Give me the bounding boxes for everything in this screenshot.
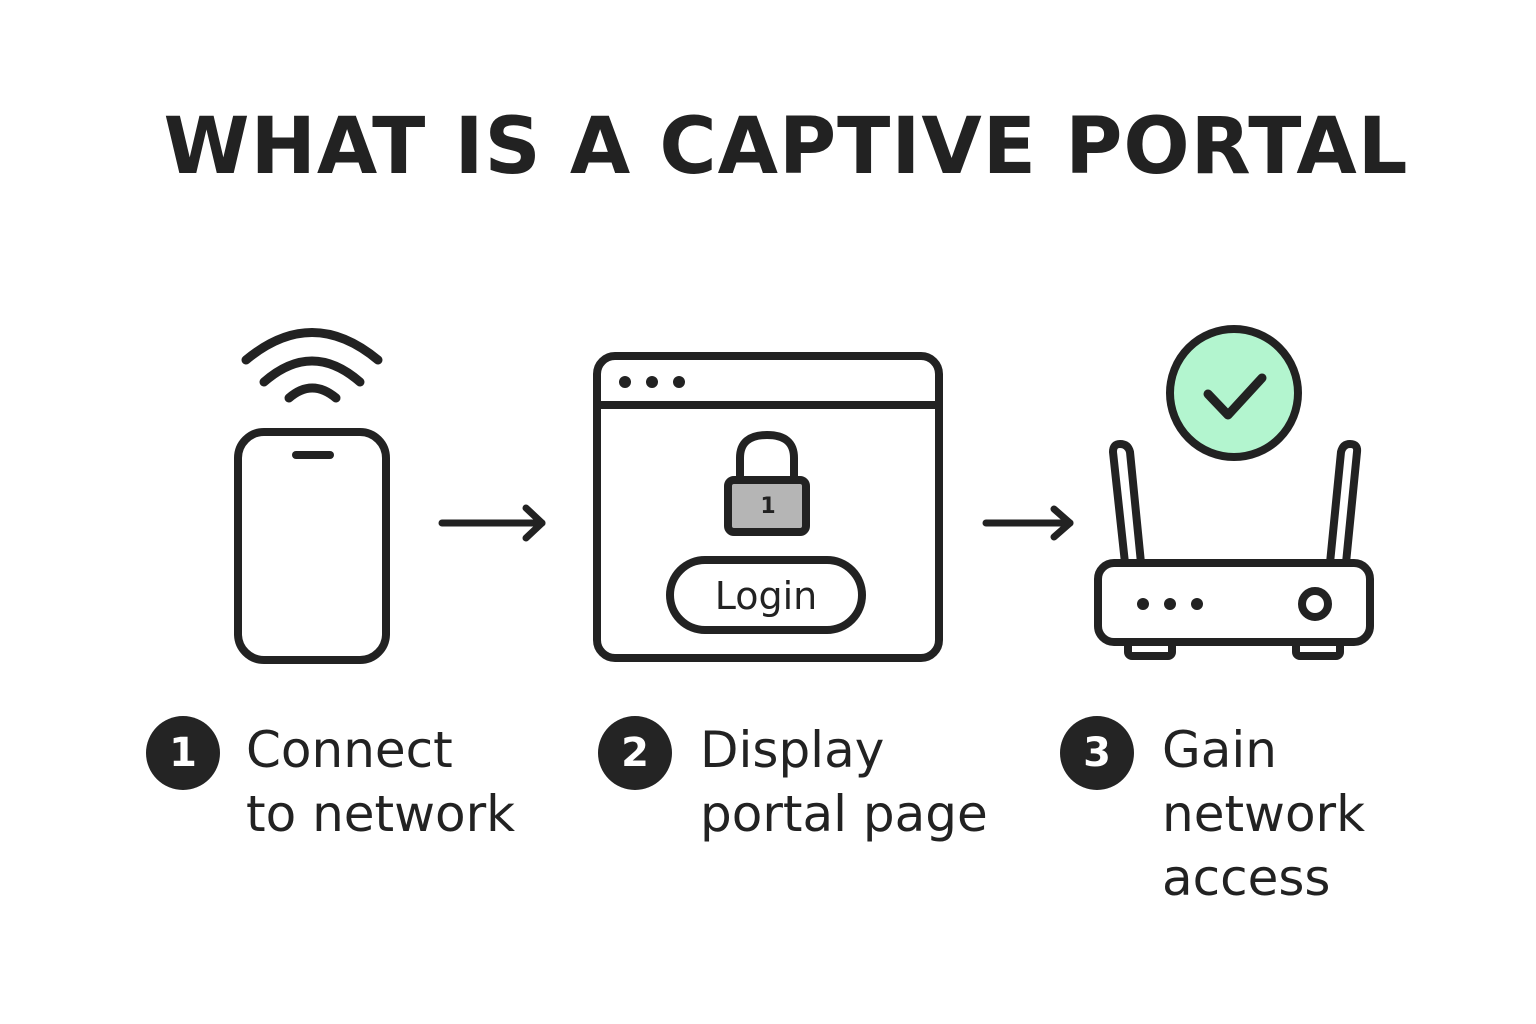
step-3-label: Gain network access	[1162, 721, 1366, 907]
padlock-icon	[724, 430, 810, 536]
router-status-dots	[1137, 598, 1203, 610]
smartphone-icon	[234, 428, 390, 664]
step-1-label: Connect to network	[246, 721, 516, 843]
checkmark-circle-icon	[1166, 325, 1302, 461]
padlock-number: 1	[760, 493, 776, 519]
browser-window-icon	[593, 352, 943, 662]
page-title: WHAT IS A CAPTIVE PORTAL	[163, 102, 1409, 192]
right-arrow-icon	[982, 505, 1074, 541]
step-1-badge: 1	[146, 716, 220, 790]
router-icon	[1094, 440, 1374, 660]
browser-dots	[619, 376, 685, 388]
login-button-outline	[666, 556, 866, 634]
step-3-badge: 3	[1060, 716, 1134, 790]
step-2-label: Display portal page	[700, 721, 988, 843]
right-arrow-icon	[438, 504, 546, 542]
login-button[interactable]: Login	[714, 574, 818, 618]
step-2-badge: 2	[598, 716, 672, 790]
wifi-signal-icon	[241, 328, 383, 403]
